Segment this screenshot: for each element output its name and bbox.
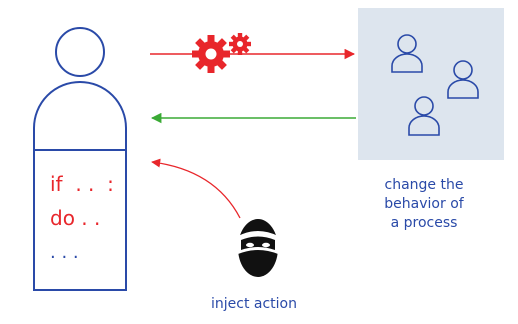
person-body [33,81,127,150]
code-line-ellipsis: . . . [50,242,79,263]
code-box [33,149,127,291]
person-head [55,27,105,77]
code-line-do: do . . [50,206,101,230]
inject-arrow [151,158,241,219]
users-group-icon [391,34,479,136]
user-icon [408,96,440,136]
gears-icon [192,33,251,73]
process-person-icon [33,27,127,291]
group-caption: change the behavior of a process [384,177,464,231]
inject-caption: inject action [211,296,297,312]
hacker-mask-icon [238,219,278,277]
user-icon [447,60,479,99]
group-panel [358,8,504,160]
code-line-if: if . . : [50,172,114,196]
user-icon [391,34,423,73]
